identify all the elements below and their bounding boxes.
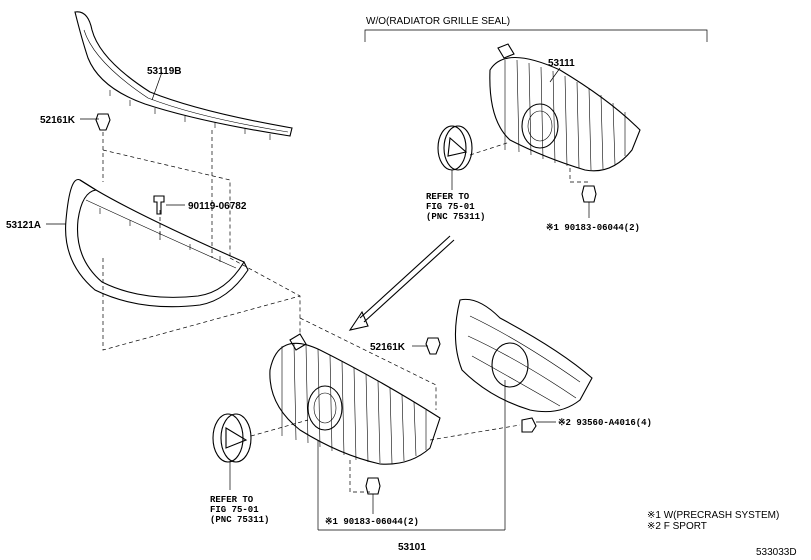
dash-emblem-bottom (250, 419, 309, 437)
label-header-wo: W/O(RADIATOR GRILLE SEAL) (366, 16, 510, 27)
refer-top-line2: FIG 75-01 (426, 202, 475, 212)
emblem-top[interactable] (437, 125, 473, 171)
grille-53101[interactable] (269, 333, 441, 465)
label-52161k-bottom: 52161K (370, 342, 406, 353)
screw-90119[interactable] (153, 195, 165, 215)
diagram-id: 533033D (756, 547, 797, 558)
grille-mesh-fsport[interactable] (454, 298, 593, 413)
dash-nut-top (569, 168, 590, 183)
label-53111: 53111 (548, 58, 575, 69)
leader-53119b (151, 71, 163, 101)
label-90183-bottom: ※1 90183-06044(2) (325, 517, 419, 527)
nut-90183-bottom[interactable] (365, 477, 381, 495)
refer-bottom-line3: (PNC 75311) (210, 515, 269, 525)
grille-53111[interactable] (489, 43, 641, 172)
emblem-bottom[interactable] (212, 413, 252, 463)
alignment-lines-top (102, 130, 231, 258)
clip-52161k-top[interactable] (95, 113, 111, 131)
label-90183-top: ※1 90183-06044(2) (546, 223, 640, 233)
label-90119: 90119-06782 (188, 201, 247, 212)
clip-93560[interactable] (521, 417, 537, 433)
refer-bottom-line2: FIG 75-01 (210, 505, 259, 515)
leader-53111 (549, 67, 561, 83)
label-52161k-top: 52161K (40, 115, 76, 126)
label-53121a: 53121A (6, 220, 41, 231)
label-53101: 53101 (398, 542, 426, 553)
direction-arrow (348, 235, 455, 331)
alignment-lines-middle (102, 257, 301, 351)
note-2: ※2 F SPORT (647, 521, 707, 532)
alignment-lines-bottom (299, 317, 521, 493)
grille-frame-53121a[interactable] (65, 178, 249, 308)
molding-strip-53119b[interactable] (74, 11, 293, 140)
refer-top-line1: REFER TO (426, 192, 470, 202)
refer-bottom-line1: REFER TO (210, 495, 254, 505)
clip-52161k-bottom[interactable] (425, 337, 441, 355)
dash-emblem-top (469, 141, 511, 156)
refer-top-line3: (PNC 75311) (426, 212, 485, 222)
nut-90183-top[interactable] (581, 185, 597, 203)
label-93560: ※2 93560-A4016(4) (558, 418, 652, 428)
wo-seal-bracket (364, 29, 708, 42)
label-53119b: 53119B (147, 66, 181, 77)
note-1: ※1 W(PRECRASH SYSTEM) (647, 510, 779, 521)
